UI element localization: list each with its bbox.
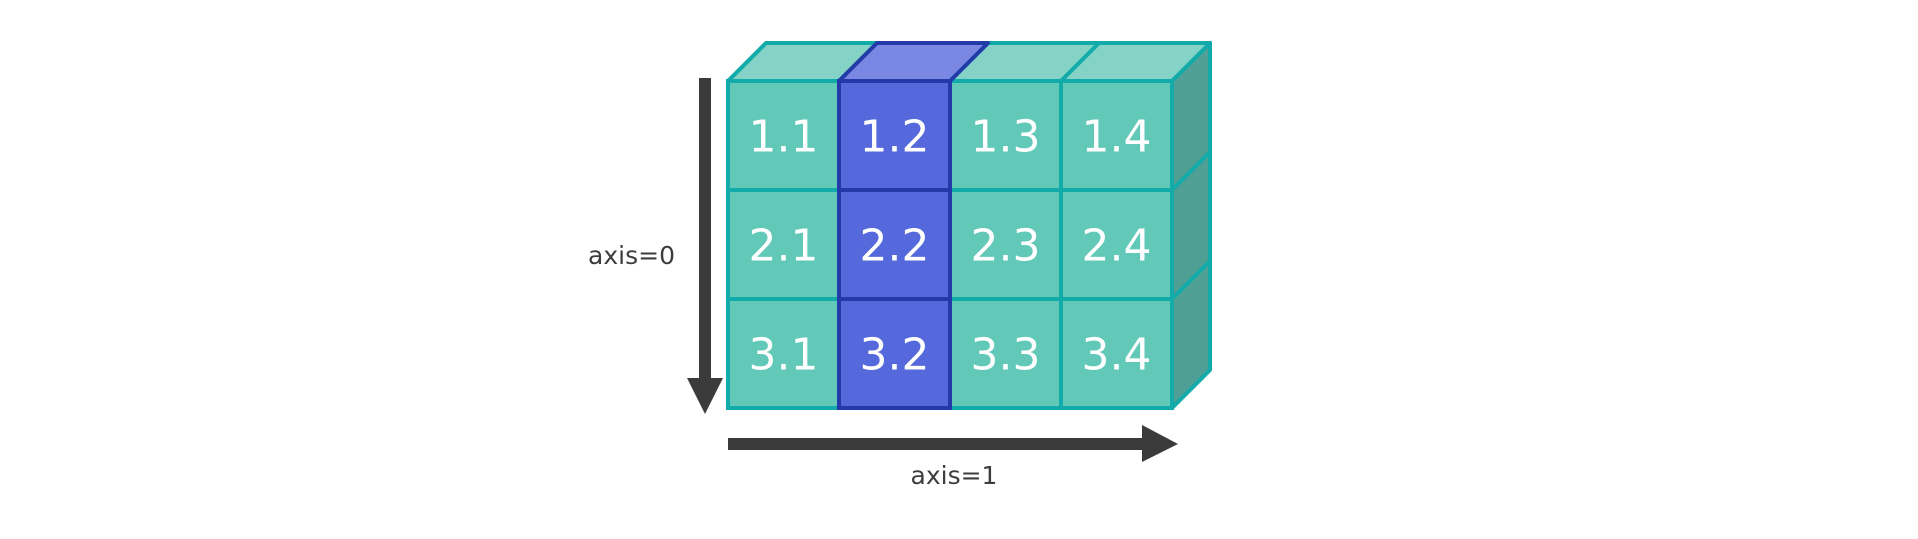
cell-highlighted: [837, 79, 952, 192]
cell: [1059, 79, 1174, 192]
cell-label: 1.1: [749, 112, 819, 163]
axis-1-arrow-shaft: [728, 438, 1146, 450]
cell-label: 1.2: [860, 112, 930, 163]
cell-highlighted: [837, 188, 952, 301]
cell-label: 1.4: [1082, 112, 1152, 163]
cell: [726, 188, 841, 301]
top-face-highlighted-outline: [837, 41, 990, 83]
axis-1-label: axis=1: [911, 461, 998, 490]
cell-label: 3.3: [971, 330, 1041, 381]
cell: [726, 297, 841, 410]
cell-label: 3.2: [860, 330, 930, 381]
cell-label: 2.3: [971, 221, 1041, 272]
cell-label: 1.3: [971, 112, 1041, 163]
cell-label: 2.2: [860, 221, 930, 272]
cell-label: 3.1: [749, 330, 819, 381]
axis-0-label: axis=0: [588, 241, 675, 270]
cell: [1059, 297, 1174, 410]
array-grid: 1.1 1.3 1.4 2.1 2.3 2.4 3.1 3.3 3.4 1.2 2.2 3.2: [726, 41, 1212, 410]
axis-0-arrow-shaft: [699, 78, 711, 380]
cell-label: 3.4: [1082, 330, 1152, 381]
cell: [948, 188, 1063, 301]
cell-label: 2.4: [1082, 221, 1152, 272]
axis-1-arrow-head: [1142, 425, 1178, 462]
axis-1-arrow: [728, 425, 1178, 462]
axis-0-arrow-head: [687, 378, 723, 414]
cell-label: 2.1: [749, 221, 819, 272]
axis-0-arrow: [687, 78, 723, 414]
cell-highlighted: [837, 297, 952, 410]
